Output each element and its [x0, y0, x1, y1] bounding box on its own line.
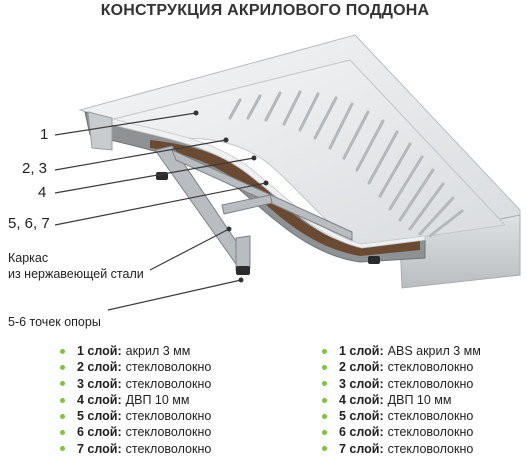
callout-lines — [54, 112, 267, 311]
bullet-icon — [322, 381, 327, 387]
list-item: 3 слой:стекловолокно — [322, 376, 481, 392]
frame-note-line-2: из нержавеющей стали — [8, 267, 144, 281]
bullet-icon — [60, 446, 65, 452]
section-acrylic — [89, 111, 426, 249]
anti-slip-ribs — [228, 90, 464, 238]
bullet-icon — [60, 413, 65, 419]
frame-note-line-1: Каркас — [8, 251, 49, 265]
list-item: 7 слой:стекловолокно — [60, 441, 211, 457]
stainless-steel-frame — [154, 145, 353, 271]
callout-5-6-7: 5, 6, 7 — [8, 215, 50, 232]
bullet-icon — [322, 364, 327, 370]
list-item: 2 слой:стекловолокно — [322, 359, 481, 375]
list-item: 4 слой:ДВП 10 мм — [322, 392, 481, 408]
bullet-icon — [322, 430, 327, 436]
bullet-icon — [322, 397, 327, 403]
list-item: 1 слой:акрил 3 мм — [60, 343, 211, 359]
callout-1: 1 — [40, 126, 49, 143]
bullet-icon — [60, 348, 65, 354]
page-title: КОНСТРУКЦИЯ АКРИЛОВОГО ПОДДОНА — [100, 2, 430, 19]
list-item: 6 слой:стекловолокно — [60, 424, 211, 440]
list-item: 5 слой:стекловолокно — [60, 408, 211, 424]
bullet-icon — [60, 397, 65, 403]
list-item: 5 слой:стекловолокно — [322, 408, 481, 424]
shower-tray-illustration — [54, 34, 521, 311]
list-item: 6 слой:стекловолокно — [322, 424, 481, 440]
bullet-icon — [322, 348, 327, 354]
frame-note: Каркас из нержавеющей стали — [8, 250, 144, 282]
support-note: 5-6 точек опоры — [8, 315, 101, 329]
front-edge-block — [87, 111, 113, 151]
bullet-icon — [322, 446, 327, 452]
bullet-icon — [60, 381, 65, 387]
list-item: 7 слой:стекловолокно — [322, 441, 481, 457]
list-item: 1 слой:ABS акрил 3 мм — [322, 343, 481, 359]
list-item: 4 слой:ДВП 10 мм — [60, 392, 211, 408]
layers-list-acrylic: 1 слой:акрил 3 мм 2 слой:стекловолокно 3… — [60, 343, 211, 457]
list-item: 2 слой:стекловолокно — [60, 359, 211, 375]
list-item: 3 слой:стекловолокно — [60, 376, 211, 392]
callout-2-3: 2, 3 — [22, 160, 48, 177]
layers-list-abs: 1 слой:ABS акрил 3 мм 2 слой:стекловолок… — [322, 343, 481, 457]
bullet-icon — [60, 430, 65, 436]
bullet-icon — [60, 364, 65, 370]
callout-dots — [193, 110, 269, 283]
bullet-icon — [322, 413, 327, 419]
callout-4: 4 — [38, 184, 47, 201]
